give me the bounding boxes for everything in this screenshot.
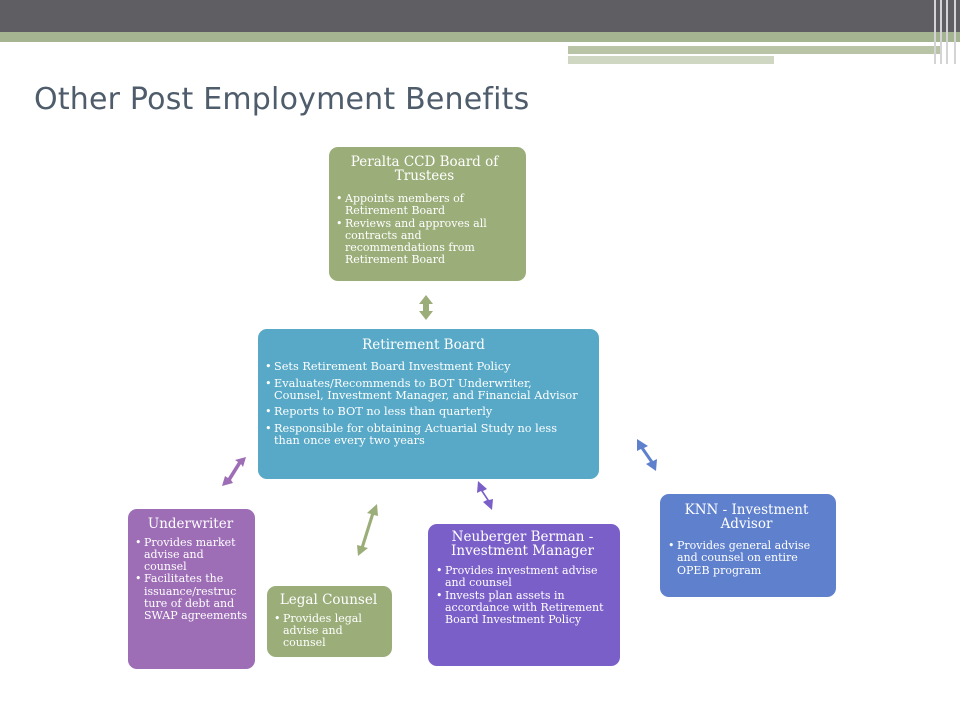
bullet-item: Provides investment advise and counsel — [433, 565, 612, 589]
bullet-item: Reports to BOT no less than quarterly — [262, 406, 585, 420]
node-legal-counsel: Legal Counsel Provides legal advise and … — [267, 586, 392, 657]
node-bullets: Provides general advise and counsel on e… — [665, 540, 828, 576]
bullet-item: Provides legal advise and counsel — [271, 613, 386, 649]
bullet-item: Reviews and approves all contracts and r… — [333, 217, 516, 266]
page-title: Other Post Employment Benefits — [34, 82, 530, 117]
header-divider — [0, 42, 890, 46]
node-knn-advisor: KNN - Investment Advisor Provides genera… — [660, 494, 836, 597]
node-bullets: Provides legal advise and counsel — [271, 613, 386, 649]
arrow-retirement-underwriter — [222, 457, 246, 486]
header-dark-bar — [0, 0, 960, 32]
node-title: Retirement Board — [362, 337, 485, 353]
node-title: Legal Counsel — [279, 592, 378, 608]
bullet-item: Provides market advise and counsel — [132, 537, 249, 573]
node-title: Peralta CCD Board of Trustees — [350, 154, 499, 185]
node-title: KNN - Investment Advisor — [684, 502, 809, 533]
bullet-item: Invests plan assets in accordance with R… — [433, 589, 612, 626]
bullet-item: Provides general advise and counsel on e… — [665, 540, 828, 576]
node-underwriter: Underwriter Provides market advise and c… — [128, 509, 255, 669]
bullet-item: Facilitates the issuance/restruc ture of… — [132, 573, 249, 621]
bullet-item: Sets Retirement Board Investment Policy — [262, 360, 585, 374]
bullet-item: Evaluates/Recommends to BOT Underwriter,… — [262, 377, 585, 403]
node-retirement-board: Retirement Board Sets Retirement Board I… — [258, 329, 599, 479]
bullet-item: Appoints members of Retirement Board — [333, 193, 516, 217]
node-neuberger-berman: Neuberger Berman - Investment Manager Pr… — [428, 524, 620, 666]
header-olive-bar — [568, 46, 940, 54]
node-title: Underwriter — [147, 516, 234, 532]
arrow-retirement-neuberger — [477, 481, 493, 510]
node-board-of-trustees: Peralta CCD Board of Trustees Appoints m… — [329, 147, 526, 281]
bullet-item: Responsible for obtaining Actuarial Stud… — [262, 422, 585, 448]
header-right-lines — [930, 0, 960, 64]
arrow-board-retirement — [419, 295, 433, 320]
header-olive-bar-secondary — [568, 56, 774, 64]
node-title: Neuberger Berman - Investment Manager — [451, 529, 594, 560]
arrow-retirement-legal — [357, 504, 378, 556]
node-bullets: Sets Retirement Board Investment Policy … — [262, 360, 585, 448]
header-green-bar — [0, 32, 960, 42]
arrow-retirement-knn — [637, 439, 657, 471]
node-bullets: Provides market advise and counsel Facil… — [132, 537, 249, 622]
node-bullets: Provides investment advise and counsel I… — [433, 565, 612, 626]
node-bullets: Appoints members of Retirement Board Rev… — [333, 193, 516, 266]
